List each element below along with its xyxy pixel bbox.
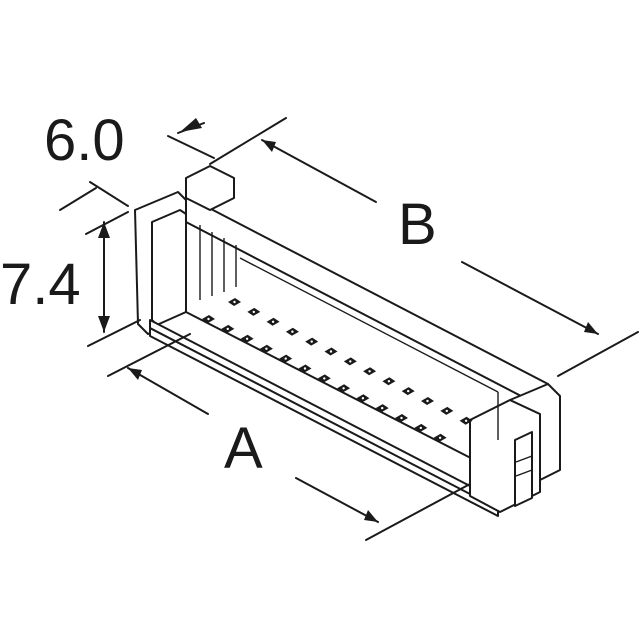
length-b-dimension-label: B: [398, 192, 437, 257]
pin-hole: [303, 367, 307, 370]
pin-hole: [349, 360, 352, 363]
pin-hole: [464, 419, 468, 422]
pin-hole: [407, 389, 410, 393]
pin-hole: [329, 350, 333, 353]
pin-hole: [368, 370, 371, 373]
pin-hole: [381, 406, 384, 410]
pin-hole: [310, 340, 313, 343]
pin-hole: [342, 387, 345, 390]
span-a-dimension-label: A: [224, 416, 263, 481]
pin-hole: [323, 377, 326, 380]
dimension-lines: [59, 117, 639, 541]
pin-hole: [233, 300, 236, 304]
pin-hole: [438, 436, 442, 439]
pin-hole: [426, 399, 429, 403]
pin-hole: [361, 397, 365, 400]
pin-hole: [400, 416, 403, 420]
pin-hole: [445, 409, 448, 413]
pin-hole: [226, 327, 229, 331]
pin-hole: [207, 317, 210, 321]
connector-body: [134, 165, 561, 517]
pin-hole: [387, 380, 391, 383]
pin-hole: [252, 310, 255, 314]
depth-dimension-label: 6.0: [44, 108, 125, 173]
height-dimension-label: 7.4: [0, 252, 81, 317]
pin-hole: [245, 337, 249, 340]
pin-array: [202, 298, 473, 442]
pin-hole: [419, 426, 422, 430]
pin-hole: [291, 330, 294, 333]
pin-hole: [284, 357, 287, 360]
pin-hole: [265, 347, 268, 350]
pin-hole: [271, 320, 275, 323]
